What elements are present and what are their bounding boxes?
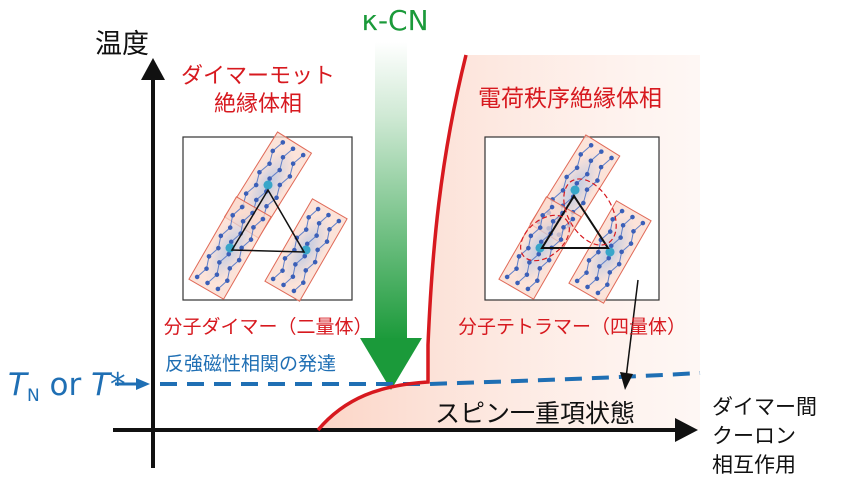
y-axis-label: 温度 (95, 29, 149, 60)
tetramer-cluster-outline (520, 214, 570, 262)
tetramer-cluster-outline (563, 178, 617, 246)
tetramer-pointer-arrow (620, 279, 639, 390)
dimer-triangle (230, 188, 306, 253)
x-axis-label-line3: 相互作用 (712, 453, 796, 477)
tetramer-molecule-image (484, 134, 660, 304)
charge-order-label: 電荷秩序絶縁体相 (478, 86, 662, 112)
molecule-unit (188, 196, 272, 300)
dimer-mott-label-line1: ダイマーモット (181, 64, 335, 89)
tn-label: TN or T* (8, 367, 126, 406)
x-axis-label-line2: クーロン (712, 424, 796, 448)
dimer-mott-label-line2: 絶縁体相 (214, 92, 302, 117)
x-axis (113, 418, 698, 442)
dimer-molecule-image (182, 131, 353, 302)
charge-order-boundary (316, 54, 468, 432)
y-axis (141, 58, 165, 468)
dimer-caption: 分子ダイマー（二量体） (163, 316, 372, 338)
tn-arrow (115, 378, 150, 390)
spin-singlet-label: スピン一重項状態 (435, 399, 635, 428)
tetramer-caption: 分子テトラマー（四量体） (458, 316, 686, 338)
molecule-unit (568, 200, 652, 304)
crossover-label: 反強磁性相関の発達 (165, 353, 336, 375)
kappa-cn-label: κ-CN (361, 4, 428, 37)
kappa-cn-arrow (360, 42, 422, 390)
x-axis-label-line1: ダイマー間 (712, 395, 817, 419)
molecule-unit (264, 198, 348, 302)
tetramer-triangle (540, 194, 610, 249)
